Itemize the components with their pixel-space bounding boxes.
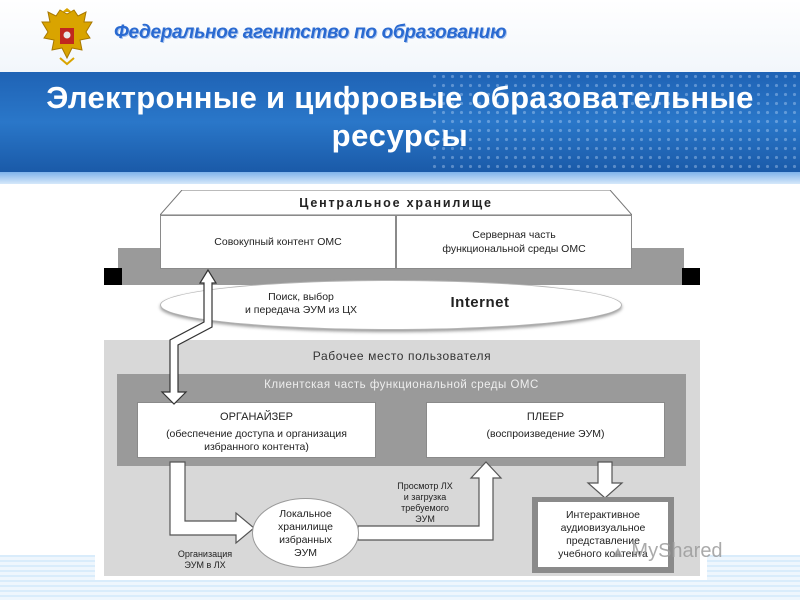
organizer-title: ОРГАНАЙЗЕР <box>220 411 293 423</box>
local-storage-line3: избранных <box>279 534 332 546</box>
arrow-to-local-icon <box>169 461 255 545</box>
local-storage-line1: Локальное <box>279 508 332 520</box>
view-lh-line1: Просмотр ЛХ <box>397 481 453 491</box>
banner-map-pattern <box>430 72 800 172</box>
watermark-text: MyShared <box>631 540 723 562</box>
view-lh-line2: и загрузка <box>403 492 447 502</box>
agency-name: Федеральное агентство по образованию <box>114 22 507 43</box>
watermark: ▲ MyShared <box>610 540 723 563</box>
internet-ellipse <box>160 280 622 330</box>
organizer-line1: (обеспечение доступа и организация <box>166 428 347 440</box>
search-label-line2: и передача ЭУМ из ЦХ <box>245 304 357 316</box>
organizer-line2: избранного контента) <box>204 441 309 453</box>
client-part-title: Клиентская часть функциональной среды ОМ… <box>264 379 539 391</box>
arrow-to-presentation-icon <box>586 461 624 499</box>
presentation-line3: представление <box>566 535 640 547</box>
page-title-line2: ресурсы <box>331 118 469 153</box>
presentation-line1: Интерактивное <box>566 509 640 521</box>
view-lh-line3: требуемого <box>401 503 449 513</box>
local-storage-ellipse <box>252 498 359 568</box>
presentation-box <box>538 502 668 567</box>
local-storage-line4: ЭУМ <box>294 547 317 559</box>
organize-lh-line1: Организация <box>177 549 233 559</box>
watermark-logo-icon: ▲ <box>610 544 626 561</box>
user-workplace-title: Рабочее место пользователя <box>312 349 492 363</box>
player-title: ПЛЕЕР <box>526 411 565 423</box>
player-line1: (воспроизведение ЭУМ) <box>486 428 605 440</box>
organizer-box <box>137 402 376 458</box>
server-part-box <box>396 215 632 269</box>
internet-label: Internet <box>450 294 510 311</box>
banner-stripe <box>0 172 800 184</box>
server-part-line2: функциональной среды ОМС <box>442 243 586 255</box>
total-content-label: Совокупный контент ОМС <box>214 236 342 248</box>
zigzag-arrow-icon <box>160 268 218 405</box>
local-storage-line2: хранилище <box>278 521 333 533</box>
coat-of-arms-icon <box>41 8 93 66</box>
total-content-box <box>160 215 396 269</box>
player-box <box>426 402 665 458</box>
top-bar <box>0 0 800 72</box>
band-end-left <box>104 268 122 285</box>
band-end-right <box>682 268 700 285</box>
central-storage-header <box>160 190 632 215</box>
arrow-to-player-icon <box>357 461 503 541</box>
page-title-line1: Электронные и цифровые образовательные <box>46 80 754 115</box>
organize-lh-line2: ЭУМ в ЛХ <box>184 560 226 570</box>
central-storage-title: Центральное хранилище <box>299 196 493 210</box>
view-lh-line4: ЭУМ <box>415 514 435 524</box>
presentation-line2: аудиовизуальное <box>560 522 646 534</box>
search-label-line1: Поиск, выбор <box>268 291 334 303</box>
presentation-line4: учебного контента <box>558 548 648 560</box>
title-banner <box>0 72 800 172</box>
server-part-line1: Серверная часть <box>472 229 556 241</box>
